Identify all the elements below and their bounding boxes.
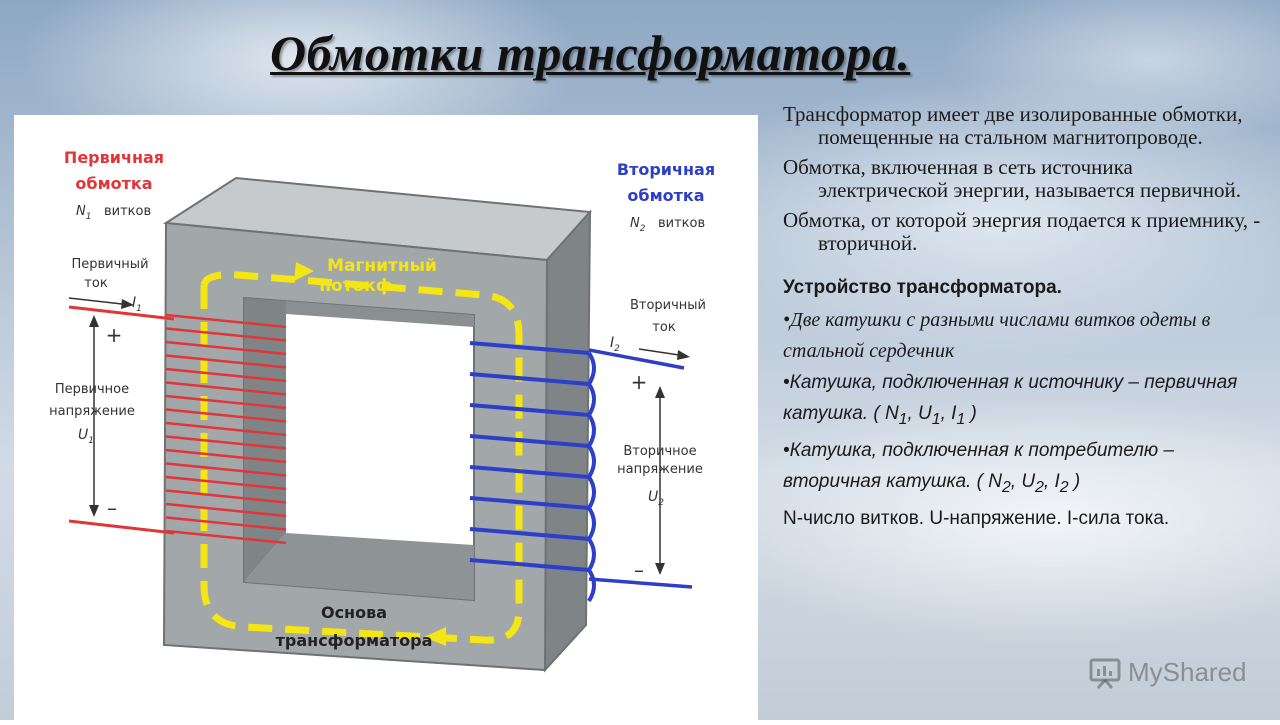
u1-symbol: U1 xyxy=(78,427,94,446)
core-window-top xyxy=(286,301,474,327)
device-heading: Устройство трансформатора. xyxy=(783,277,1062,298)
secondary-current-label-2: ток xyxy=(652,320,676,335)
primary-turn xyxy=(165,381,287,396)
n2-turns-label: витков xyxy=(658,216,705,231)
slide-title: Обмотки трансформатора. xyxy=(270,25,911,81)
primary-lead-bottom xyxy=(68,519,175,535)
core-window-depth xyxy=(244,298,286,582)
bullet-primary-coil: •Катушка, подключенная к источнику – пер… xyxy=(783,372,1238,428)
flux-label-2: потокф xyxy=(319,276,392,296)
primary-minus-sign: – xyxy=(107,496,117,520)
watermark-logo: MyShared xyxy=(1088,655,1247,689)
secondary-turn-back xyxy=(587,506,596,541)
primary-current-label-2: ток xyxy=(84,276,108,291)
primary-turn xyxy=(165,489,287,504)
transformer-diagram: Первичная обмотка N1 витков Вторичная об… xyxy=(14,115,758,720)
secondary-turn-back xyxy=(587,413,596,448)
secondary-turn-back xyxy=(587,475,596,510)
paragraph-2: Обмотка, включенная в сеть источника эле… xyxy=(783,155,1241,202)
primary-turn xyxy=(165,448,287,464)
secondary-current-label-1: Вторичный xyxy=(630,298,706,313)
flux-arrow-top xyxy=(294,262,314,281)
flux-path xyxy=(200,271,523,644)
watermark-text: MyShared xyxy=(1128,656,1247,687)
primary-voltage-label-2: напряжение xyxy=(49,404,135,419)
primary-turn xyxy=(165,313,287,329)
primary-turn xyxy=(165,354,287,369)
primary-turn xyxy=(165,462,287,477)
core-window-bottom xyxy=(244,533,474,600)
n2-symbol: N2 xyxy=(630,216,646,234)
transformer-svg: Первичная обмотка N1 витков Вторичная об… xyxy=(49,148,715,673)
secondary-voltage-label-1: Вторичное xyxy=(623,444,696,459)
primary-current-label-1: Первичный xyxy=(71,257,148,272)
secondary-lead-bottom xyxy=(588,577,693,589)
bullet-two-coils: •Две катушки с разными числами витков од… xyxy=(783,309,1211,362)
presentation-icon xyxy=(1089,658,1121,689)
flux-arrow-bottom xyxy=(424,627,446,646)
secondary-turn xyxy=(469,465,590,479)
primary-turn xyxy=(165,435,287,450)
secondary-turn xyxy=(469,372,590,386)
primary-turn xyxy=(165,502,287,518)
primary-lead-top xyxy=(68,305,175,321)
primary-current-arrow xyxy=(68,297,123,305)
secondary-turn-back xyxy=(587,382,596,417)
bullet-secondary-coil: •Катушка, подключенная к потребителю – в… xyxy=(783,439,1175,496)
secondary-turn xyxy=(469,341,590,355)
primary-turn xyxy=(165,408,287,423)
secondary-turn-back xyxy=(587,537,596,572)
paragraph-3: Обмотка, от которой энергия подается к п… xyxy=(783,208,1261,255)
secondary-turn xyxy=(469,434,590,448)
core-label-2: трансформатора xyxy=(276,631,433,650)
secondary-current-arrow xyxy=(638,348,680,356)
secondary-turn xyxy=(469,527,590,541)
paragraph-1: Трансформатор имеет две изолированные об… xyxy=(783,102,1243,149)
secondary-turn-back xyxy=(587,351,596,386)
secondary-winding-label-2: обмотка xyxy=(627,186,704,205)
n1-turns-label: витков xyxy=(104,204,151,219)
primary-turn xyxy=(165,516,287,531)
secondary-turn xyxy=(469,403,590,417)
primary-plus-sign: + xyxy=(106,323,123,347)
primary-voltage-label-1: Первичное xyxy=(55,382,129,397)
primary-winding-label-2: обмотка xyxy=(75,174,152,193)
primary-turn xyxy=(165,327,287,342)
slide-text: Трансформатор имеет две изолированные об… xyxy=(783,103,1268,535)
secondary-voltage-label-2: напряжение xyxy=(617,462,703,477)
primary-turn xyxy=(165,394,287,410)
secondary-winding-label-1: Вторичная xyxy=(617,160,715,179)
i1-symbol: I1 xyxy=(132,295,142,314)
primary-turn xyxy=(165,340,287,356)
primary-turn xyxy=(165,367,287,383)
secondary-lead-top xyxy=(588,348,685,370)
i2-symbol: I2 xyxy=(610,335,620,354)
secondary-turn-back xyxy=(587,444,596,479)
n1-symbol: N1 xyxy=(76,204,91,222)
primary-turn xyxy=(165,529,287,545)
secondary-plus-sign: + xyxy=(631,370,648,394)
secondary-minus-sign: – xyxy=(634,558,644,582)
secondary-turn xyxy=(469,496,590,510)
primary-turn xyxy=(165,421,287,437)
primary-winding-label-1: Первичная xyxy=(64,148,164,167)
legend-note: N-число витков. U-напряжение. I-сила ток… xyxy=(783,507,1170,529)
core-label-1: Основа xyxy=(321,603,387,622)
secondary-turn-back xyxy=(587,568,596,603)
flux-label-1: Магнитный xyxy=(327,256,437,276)
u2-symbol: U2 xyxy=(648,489,664,508)
secondary-coil xyxy=(469,341,596,603)
primary-turn xyxy=(165,475,287,491)
primary-coil xyxy=(165,313,287,545)
secondary-turn xyxy=(469,558,590,572)
